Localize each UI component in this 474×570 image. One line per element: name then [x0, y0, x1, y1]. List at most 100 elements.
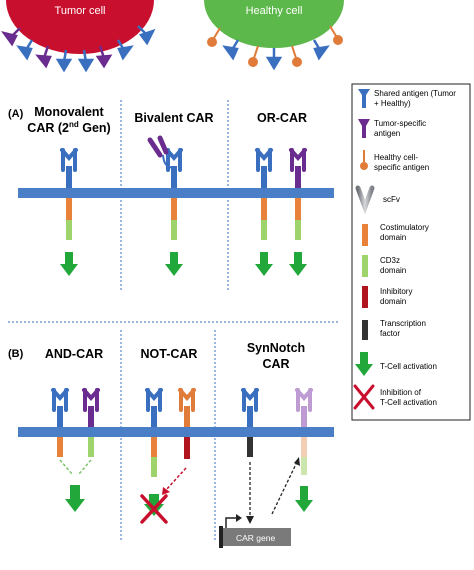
activation-arrow-icon	[355, 352, 373, 376]
car-gene-label: CAR gene	[236, 533, 275, 543]
tumor-cell: Tumor cell	[0, 0, 156, 73]
promoter-bar	[219, 526, 223, 548]
shared-antigen-receptor	[51, 388, 69, 412]
receptor-stalk	[57, 406, 63, 427]
inhibitory-domain	[184, 437, 190, 459]
arrowhead	[236, 514, 242, 522]
cd3z-domain-icon	[362, 255, 368, 277]
dashed-arrow	[78, 459, 92, 475]
arrowhead	[294, 457, 300, 466]
costimulatory-domain	[301, 437, 307, 457]
healthy-cell: Healthy cell	[204, 0, 344, 71]
legend-label: T-Cell activation	[380, 362, 437, 371]
cd3z-domain	[261, 220, 267, 240]
tumor-antigen-receptor	[295, 388, 313, 412]
receptor-stalk	[184, 406, 190, 427]
cd3z-domain	[171, 220, 177, 240]
shared-antigen-icon	[358, 89, 370, 108]
panel-a-label: (A)	[8, 108, 24, 120]
tumor-antigen-icon	[0, 27, 113, 69]
monovalent-car	[60, 148, 78, 276]
healthy-antigen-icon	[360, 150, 368, 170]
costimulatory-domain	[171, 198, 177, 220]
car-gene-box	[219, 528, 291, 546]
receptor-stalk	[261, 166, 267, 188]
inhibitory-domain-icon	[362, 286, 368, 308]
activation-arrow	[65, 485, 85, 512]
costimulatory-domain	[261, 198, 267, 220]
shared-antigen-icon	[16, 25, 156, 73]
dashed-arrow	[271, 461, 298, 515]
costimulatory-domain	[295, 198, 301, 220]
arrowhead	[246, 516, 254, 524]
receptor-stalk	[295, 166, 301, 188]
tumor-cell-label: Tumor cell	[55, 5, 106, 17]
activation-arrow	[165, 252, 183, 276]
healthy-cell-label: Healthy cell	[246, 5, 303, 17]
and-car	[51, 388, 100, 512]
legend-label: Healthy cell-specific antigen	[374, 153, 429, 172]
receptor-stalk	[151, 406, 157, 427]
shared-antigen-receptor	[255, 148, 273, 172]
and-car-title: AND-CAR	[45, 347, 103, 361]
cd3z-domain	[66, 220, 72, 240]
receptor-stalk	[301, 406, 307, 427]
costimulatory-domain-icon	[362, 224, 368, 246]
bivalent-title: Bivalent CAR	[134, 111, 213, 125]
inhibition-cross-icon	[353, 384, 375, 410]
promoter-arrow	[225, 517, 238, 528]
receptor-stalk	[247, 406, 253, 427]
synnotch-title-line2: CAR	[262, 357, 289, 371]
activation-arrow	[255, 252, 273, 276]
cd3z-domain	[295, 220, 301, 240]
panel-b-label: (B)	[8, 348, 24, 360]
shared-antigen-receptor	[145, 388, 163, 412]
legend: Shared antigen (Tumor+ Healthy) Tumor-sp…	[351, 83, 471, 421]
activation-arrow	[289, 252, 307, 276]
or-car-title: OR-CAR	[257, 111, 307, 125]
costimulatory-domain	[66, 198, 72, 220]
synnotch-car: CAR gene	[219, 388, 313, 548]
tumor-antigen-receptor	[147, 135, 169, 158]
receptor-stalk	[66, 166, 72, 188]
receptor-stalk	[171, 166, 177, 188]
shared-antigen-receptor	[60, 148, 78, 172]
tumor-cell-body	[6, 0, 154, 54]
tumor-antigen-icon	[358, 119, 370, 138]
inhibition-dashed-arrow	[165, 467, 187, 491]
cd3z-domain	[88, 437, 94, 457]
legend-label: scFv	[383, 195, 400, 204]
receptor-stalk	[88, 406, 94, 427]
shared-antigen-receptor	[241, 388, 259, 412]
activation-arrow	[60, 252, 78, 276]
monovalent-title-line1: Monovalent	[34, 105, 104, 119]
shared-antigen-icon	[222, 39, 330, 71]
inhibition-cross	[140, 494, 168, 524]
synnotch-title-line1: SynNotch	[247, 341, 305, 355]
linker	[162, 154, 173, 169]
or-car	[255, 148, 307, 276]
tumor-antigen-receptor	[82, 388, 100, 412]
costimulatory-domain	[57, 437, 63, 457]
bivalent-car	[147, 135, 183, 276]
not-car-title: NOT-CAR	[141, 347, 198, 361]
dashed-arrow	[59, 459, 73, 475]
activation-arrow	[144, 494, 164, 516]
not-car	[140, 388, 196, 524]
costimulatory-domain	[151, 437, 157, 457]
transcription-factor-icon	[362, 320, 368, 340]
legend-label: Shared antigen (Tumor+ Healthy)	[374, 89, 456, 108]
healthy-cell-body	[204, 0, 344, 48]
induced-car	[295, 388, 313, 475]
healthy-antigen-receptor	[178, 388, 196, 412]
healthy-antigen-icon	[207, 25, 343, 67]
cd3z-domain	[151, 457, 157, 477]
arrowhead	[162, 487, 170, 495]
